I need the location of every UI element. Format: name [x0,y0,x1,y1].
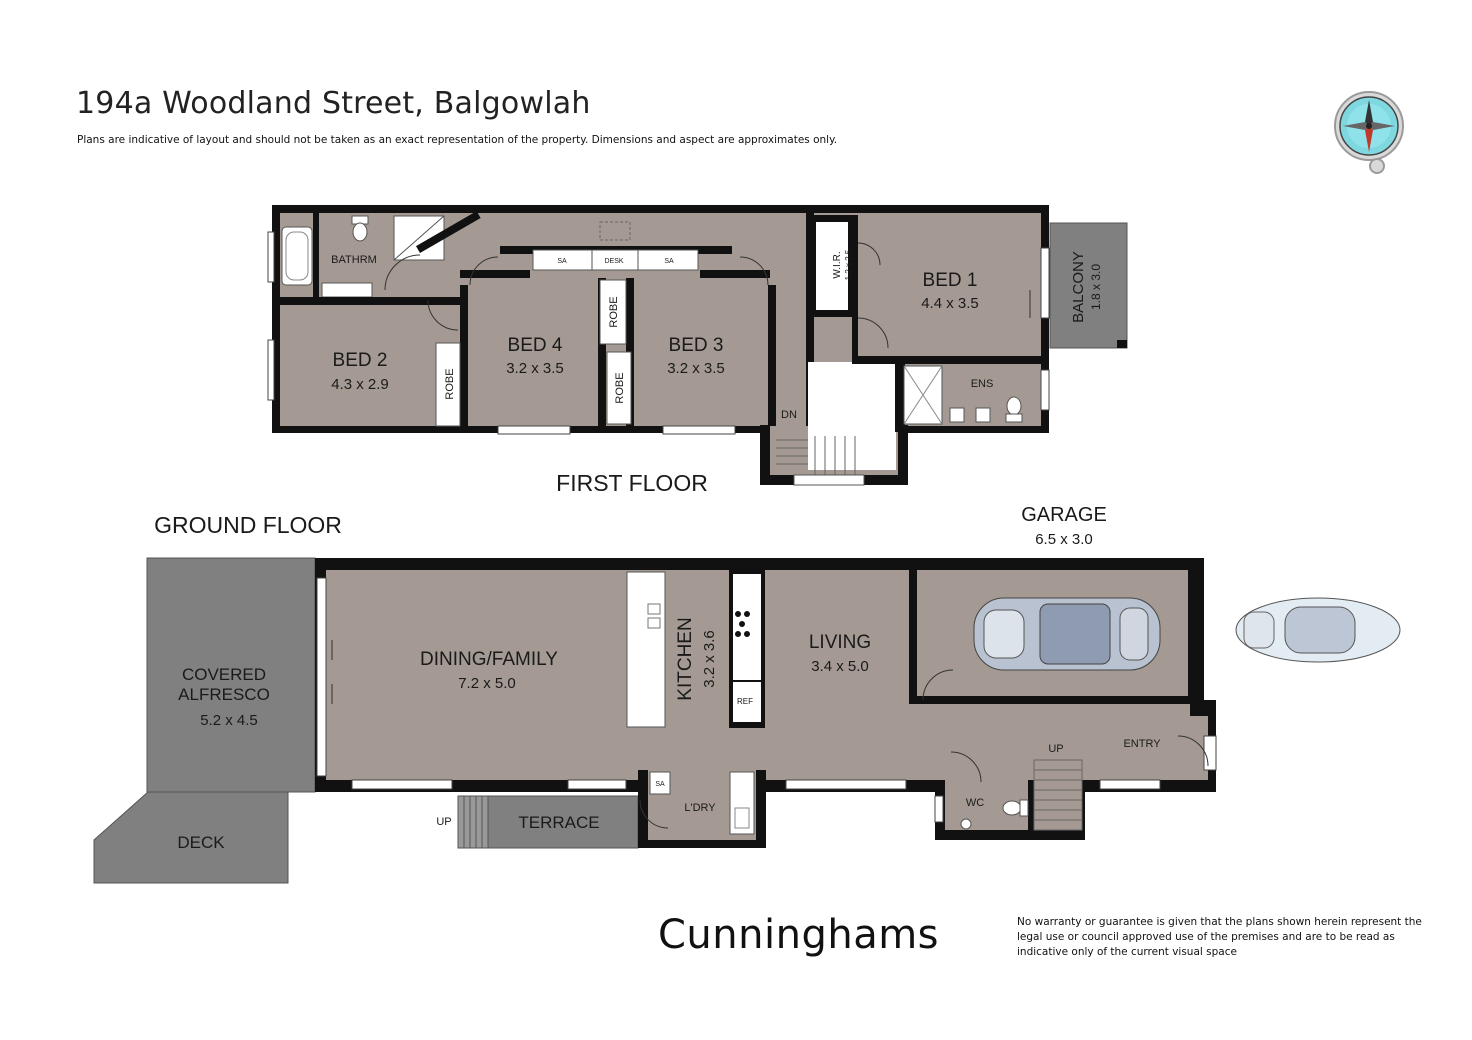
label-bed4: BED 4 [508,335,563,356]
label-sa-2: SA [664,258,674,265]
label-up-entry: UP [1048,743,1063,755]
label-kitchen: KITCHEN [675,617,696,700]
dim-living: 3.4 x 5.0 [811,658,869,675]
label-bathrm: BATHRM [331,254,377,266]
label-entry: ENTRY [1123,738,1161,750]
ground-floor-heading: GROUND FLOOR [154,512,342,538]
label-deck: DECK [177,833,225,852]
label-sa-laundry: SA [655,781,665,788]
plan-disclaimer-bottom: No warranty or guarantee is given that t… [1017,916,1422,958]
label-ens: ENS [971,378,994,390]
label-living: LIVING [809,632,871,653]
first-floor-heading: FIRST FLOOR [556,470,708,496]
label-alfresco-2: ALFRESCO [178,685,270,704]
label-robe-bed3: ROBE [614,372,626,403]
label-robe-bed2: ROBE [444,368,456,399]
label-dn: DN [781,409,797,421]
dim-wir: 1.2 x 2.5 [844,249,853,280]
dim-bed3: 3.2 x 3.5 [667,360,725,377]
label-laundry: L'DRY [684,802,716,814]
label-alfresco-1: COVERED [182,665,266,684]
label-ref: REF [737,697,753,706]
terrace-area [487,795,639,849]
street-car-icon [1235,597,1401,663]
label-sa-1: SA [557,258,567,265]
dim-bed2: 4.3 x 2.9 [331,376,389,393]
label-balcony: BALCONY [1070,251,1087,323]
dim-garage: 6.5 x 3.0 [1035,531,1093,548]
brand-logo-text: Cunninghams [658,912,940,958]
dim-bed4: 3.2 x 3.5 [506,360,564,377]
car-icon [973,597,1161,671]
page-title: 194a Woodland Street, Balgowlah [76,86,591,121]
label-dining: DINING/FAMILY [420,649,558,670]
balcony-area [1049,222,1128,349]
label-wc: WC [966,797,984,809]
label-bed3: BED 3 [669,335,724,356]
label-robe-bed4: ROBE [608,296,620,327]
dim-balcony: 1.8 x 3.0 [1089,264,1103,310]
label-desk: DESK [604,258,623,265]
label-terrace: TERRACE [518,813,599,832]
plan-disclaimer-top: Plans are indicative of layout and shoul… [77,134,838,146]
label-garage: GARAGE [1021,504,1107,526]
label-bed2: BED 2 [333,350,388,371]
label-wir: W.I.R. [832,251,843,278]
dim-dining: 7.2 x 5.0 [458,675,516,692]
dim-alfresco: 5.2 x 4.5 [200,712,258,729]
dim-kitchen: 3.2 x 3.6 [701,630,718,688]
dim-bed1: 4.4 x 3.5 [921,295,979,312]
label-bed1: BED 1 [923,270,978,291]
alfresco-area [146,557,316,793]
label-up-terrace: UP [436,816,451,828]
